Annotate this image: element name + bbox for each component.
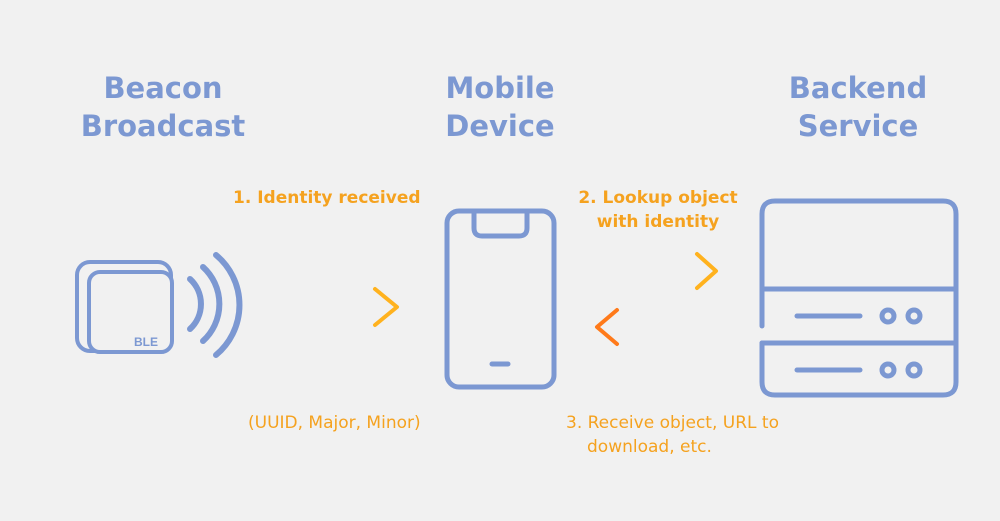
signal-waves-icon [187, 252, 243, 358]
heading-mobile-device: Mobile Device [370, 69, 630, 145]
arrow-identity [275, 287, 399, 327]
heading-beacon-broadcast: Beacon Broadcast [33, 69, 293, 145]
heading-backend-service: Backend Service [728, 69, 988, 145]
beacon-badge: BLE [134, 335, 158, 349]
arrow-receive [595, 308, 717, 346]
step-identity-detail: (UUID, Major, Minor) [248, 413, 421, 433]
step-identity-received: 1. Identity received [233, 188, 421, 208]
heading-mobile-line1: Mobile [445, 71, 555, 105]
step-lookup-line2: with identity [596, 212, 720, 232]
heading-backend-line1: Backend [788, 71, 928, 105]
heading-beacon-line1: Beacon [103, 71, 223, 105]
heading-backend-line2: Service [797, 109, 919, 143]
step-receive-object: 3. Receive object, URL to download, etc. [566, 411, 779, 459]
heading-mobile-line2: Device [445, 109, 555, 143]
step-receive-line2: download, etc. [587, 437, 712, 457]
smartphone-icon [444, 208, 557, 390]
step-receive-line1: 3. Receive object, URL to [566, 413, 779, 433]
server-icon [759, 198, 959, 398]
beacon-icon [75, 260, 174, 354]
step-lookup-object: 2. Lookup object with identity [578, 186, 738, 234]
arrow-lookup [595, 252, 718, 290]
heading-beacon-line2: Broadcast [80, 109, 246, 143]
step-lookup-line1: 2. Lookup object [578, 188, 738, 208]
